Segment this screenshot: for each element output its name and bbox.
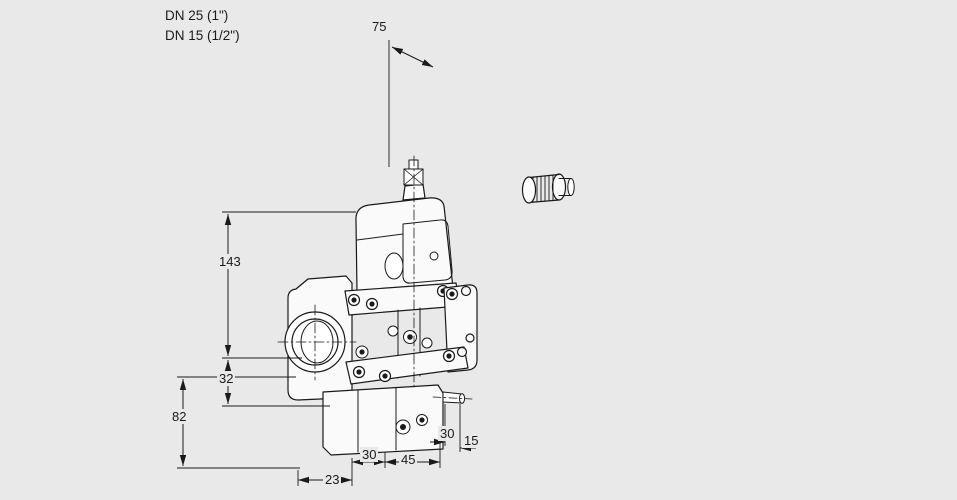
dim-143-label: 143 bbox=[217, 254, 243, 269]
inlet-port-block bbox=[284, 275, 353, 401]
size-label-dn25: DN 25 (1") bbox=[165, 8, 229, 23]
valve-mid-section bbox=[351, 305, 465, 379]
size-label-dn15: DN 15 (1/2") bbox=[165, 28, 240, 43]
dim-30-right-label: 30 bbox=[438, 426, 457, 441]
dim-75-label: 75 bbox=[372, 19, 387, 34]
actuator-housing bbox=[355, 159, 453, 298]
dim-23-label: 23 bbox=[323, 472, 342, 487]
bottom-flange bbox=[345, 346, 469, 385]
base-block bbox=[322, 384, 473, 456]
dim-30-bottom-label: 30 bbox=[360, 447, 379, 462]
pipe-fitting-part bbox=[521, 173, 575, 204]
valve-assembly bbox=[277, 155, 478, 456]
centerlines bbox=[277, 155, 415, 391]
dim-82-label: 82 bbox=[170, 409, 189, 424]
dim-45-label: 45 bbox=[399, 452, 418, 467]
dim-32-label: 32 bbox=[217, 371, 236, 386]
dim-15-label: 15 bbox=[462, 433, 481, 448]
